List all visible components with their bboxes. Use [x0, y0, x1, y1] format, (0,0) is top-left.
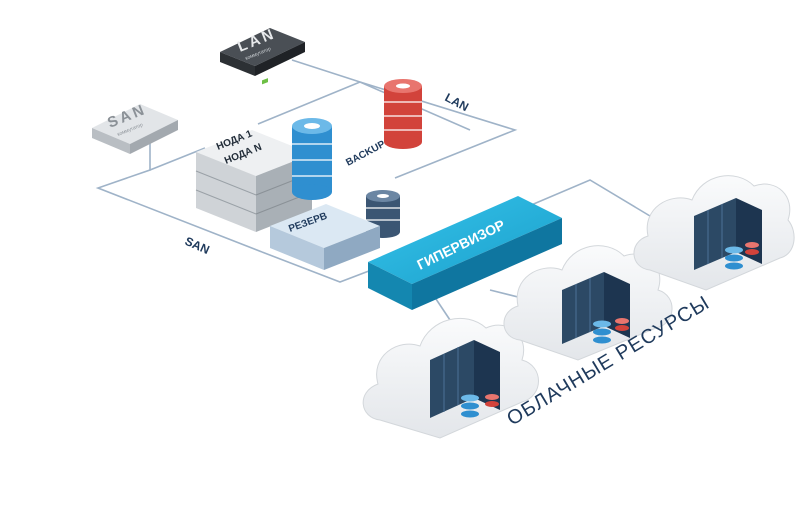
san-link-label: SAN: [183, 234, 212, 257]
lan-link-label: LAN: [443, 90, 471, 114]
backup-label: BACKUP: [344, 139, 387, 169]
backup-storage: BACKUP: [344, 79, 422, 169]
cloud-left-storage: [461, 394, 499, 418]
node-server-stack: НОДА 1 НОДА N: [195, 78, 313, 232]
cloud-right: [633, 175, 795, 291]
hypervisor: ГИПЕРВИЗОР: [368, 196, 562, 310]
lan-link-node: [257, 81, 361, 125]
reserve-server: РЕЗЕРВ: [270, 204, 380, 270]
san-switch: SAN коммутатор: [92, 101, 178, 154]
storage-blue-stack: [292, 118, 332, 200]
cloud-middle: [503, 245, 673, 361]
cloud-left: [362, 317, 539, 439]
lan-switch: LAN коммутатор: [220, 25, 305, 76]
san-link-left: [95, 138, 263, 253]
san-link-node: [149, 147, 206, 171]
cloud-right-storage: [725, 242, 759, 270]
lan-link-right: [291, 59, 518, 179]
cloud-middle-storage: [593, 318, 629, 344]
